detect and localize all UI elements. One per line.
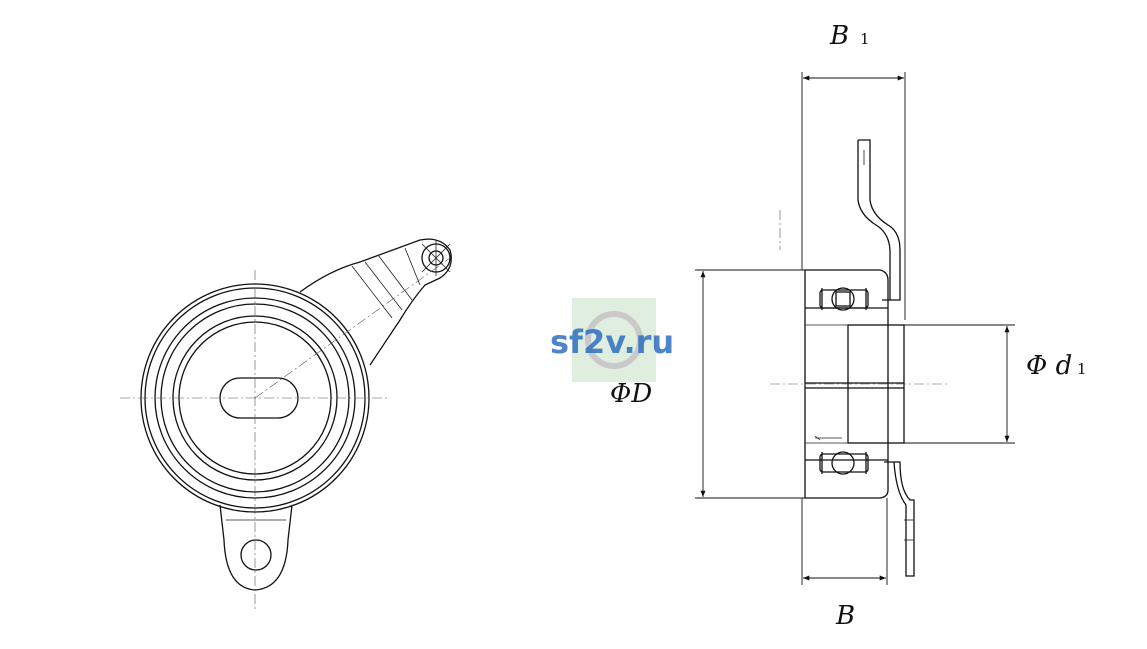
bearing-logo-icon xyxy=(585,311,643,369)
label-b: B xyxy=(835,601,855,631)
watermark-text: sf2v.ru xyxy=(550,323,674,361)
label-b1: B xyxy=(829,21,849,51)
bracket-upper xyxy=(858,139,901,301)
arm-outline xyxy=(299,238,452,366)
label-b1-sub: 1 xyxy=(860,30,870,48)
lower-ball xyxy=(831,451,855,475)
lower-cage xyxy=(819,453,869,473)
housing xyxy=(804,269,889,499)
bracket-lower xyxy=(884,461,915,577)
ear-hole xyxy=(240,539,272,571)
front-view xyxy=(120,238,452,610)
dimensions xyxy=(695,72,1015,585)
upper-ball xyxy=(831,287,855,311)
center-slot xyxy=(219,377,299,419)
watermark: sf2v.ru xyxy=(550,298,674,382)
label-phi-d1-sub: 1 xyxy=(1077,360,1087,378)
side-view xyxy=(770,139,950,577)
lower-ear xyxy=(219,504,293,591)
label-phi-d1: Φ d xyxy=(1026,351,1072,381)
label-phi-d: ΦD xyxy=(610,379,652,409)
upper-cage xyxy=(819,289,869,309)
